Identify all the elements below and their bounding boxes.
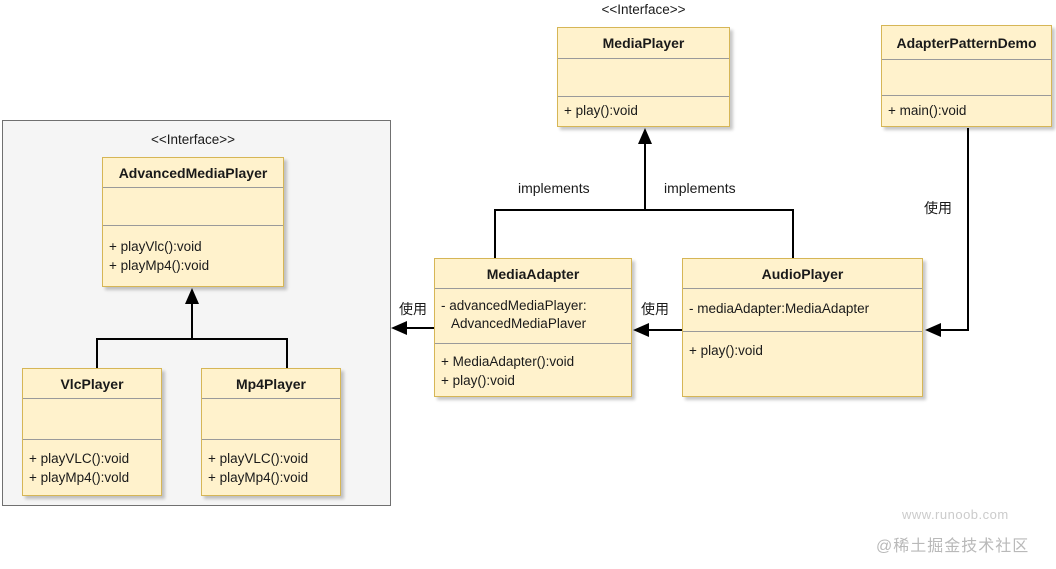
class-methods: + playVLC():void + playMp4():void	[202, 440, 340, 495]
class-methods: + MediaAdapter():void + play():void	[435, 344, 631, 396]
class-attributes	[882, 60, 1051, 96]
class-audioplayer: AudioPlayer - mediaAdapter:MediaAdapter …	[682, 258, 923, 397]
method: + playVlc():void	[109, 239, 202, 254]
class-mp4player: Mp4Player + playVLC():void + playMp4():v…	[201, 368, 341, 496]
attribute: - advancedMediaPlayer:	[441, 298, 587, 313]
class-attributes: - mediaAdapter:MediaAdapter	[683, 289, 922, 332]
class-mediaplayer: MediaPlayer + play():void	[557, 27, 730, 127]
class-methods: + play():void	[558, 97, 729, 126]
use-label-right: 使用	[924, 200, 952, 216]
method: + playMp4():vold	[29, 470, 130, 485]
class-methods: + main():void	[882, 96, 1051, 126]
class-title: MediaAdapter	[435, 259, 631, 289]
method: + playMp4():void	[208, 470, 309, 485]
class-title: AudioPlayer	[683, 259, 922, 289]
class-title: AdvancedMediaPlayer	[103, 158, 283, 188]
method: + MediaAdapter():void	[441, 354, 575, 369]
attribute: - mediaAdapter:MediaAdapter	[689, 301, 870, 316]
class-methods: + playVLC():void + playMp4():vold	[23, 440, 161, 495]
class-attributes	[558, 59, 729, 97]
class-title: AdapterPatternDemo	[882, 26, 1051, 60]
method: + main():void	[888, 103, 967, 118]
use-label-middle: 使用	[641, 301, 669, 317]
class-methods: + playVlc():void + playMp4():void	[103, 226, 283, 286]
method: + play():void	[564, 103, 638, 118]
class-attributes: - advancedMediaPlayer: AdvancedMediaPlav…	[435, 289, 631, 344]
class-attributes	[23, 399, 161, 440]
class-adapterpatterndemo: AdapterPatternDemo + main():void	[881, 25, 1052, 127]
arrowhead-use-middle	[633, 323, 649, 337]
mediaplayer-stereotype: <<Interface>>	[601, 2, 686, 17]
watermark-juejin: @稀土掘金技术社区	[876, 538, 1030, 555]
class-attributes	[103, 188, 283, 226]
method: + play():void	[441, 373, 515, 388]
class-vlcplayer: VlcPlayer + playVLC():void + playMp4():v…	[22, 368, 162, 496]
arrowhead-implements-up	[638, 128, 652, 144]
class-attributes	[202, 399, 340, 440]
class-methods: + play():void	[683, 332, 922, 396]
method: + playVLC():void	[208, 451, 309, 466]
arrowhead-use-right	[925, 323, 941, 337]
attribute-continuation: AdvancedMediaPlaver	[451, 316, 587, 331]
advancedmediaplayer-stereotype: <<Interface>>	[150, 132, 236, 147]
class-title: Mp4Player	[202, 369, 340, 399]
implements-label-left: implements	[518, 180, 590, 196]
method: + playVLC():void	[29, 451, 130, 466]
arrowhead-use-left	[391, 321, 407, 335]
class-mediaadapter: MediaAdapter - advancedMediaPlayer: Adva…	[434, 258, 632, 397]
method: + playMp4():void	[109, 258, 210, 273]
method: + play():void	[689, 343, 763, 358]
watermark-runoob: www.runoob.com	[902, 507, 1009, 522]
class-title: VlcPlayer	[23, 369, 161, 399]
use-label-left: 使用	[399, 301, 427, 317]
implements-label-right: implements	[664, 180, 736, 196]
class-title: MediaPlayer	[558, 28, 729, 59]
class-advancedmediaplayer: AdvancedMediaPlayer + playVlc():void + p…	[102, 157, 284, 287]
